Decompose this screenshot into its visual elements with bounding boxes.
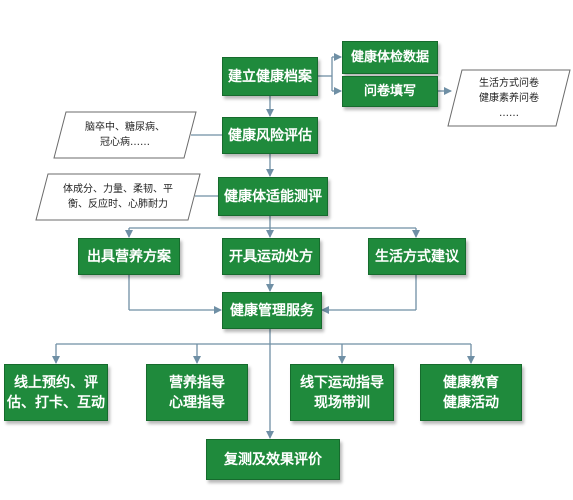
box-risk-assessment: 健康风险评估 bbox=[222, 117, 318, 154]
note-diseases-line2: 冠心病…… bbox=[100, 137, 150, 148]
box-questionnaire-fill: 问卷填写 bbox=[342, 76, 438, 107]
box-management-service: 健康管理服务 bbox=[222, 292, 322, 329]
note-diseases-line1: 脑卒中、糖尿病、 bbox=[85, 122, 165, 133]
box-exercise-prescription-label: 开具运动处方 bbox=[229, 248, 313, 265]
box-offline-training-line1: 线下运动指导 bbox=[300, 374, 384, 391]
note-fitness-items: 体成分、力量、柔韧、平 衡、反应时、心肺耐力 bbox=[42, 176, 194, 218]
note-questionnaires-line2: 健康素养问卷 bbox=[479, 92, 539, 104]
box-archive-label: 建立健康档案 bbox=[228, 68, 312, 85]
note-questionnaires: 生活方式问卷 健康素养问卷 …… bbox=[456, 72, 562, 124]
box-guidance-line1: 营养指导 bbox=[169, 374, 225, 391]
box-lifestyle-advice: 生活方式建议 bbox=[368, 238, 466, 275]
box-guidance-line2: 心理指导 bbox=[169, 394, 225, 411]
note-questionnaires-line3: …… bbox=[499, 107, 519, 119]
box-exercise-prescription: 开具运动处方 bbox=[222, 238, 320, 275]
note-questionnaires-shape bbox=[447, 69, 571, 127]
box-nutrition-plan-label: 出具营养方案 bbox=[87, 248, 171, 265]
box-fitness-test: 健康体适能测评 bbox=[218, 177, 328, 216]
note-fitness-items-line2: 衡、反应时、心肺耐力 bbox=[68, 199, 168, 210]
box-health-education-line2: 健康活动 bbox=[443, 394, 499, 411]
box-health-education-line1: 健康教育 bbox=[443, 374, 499, 391]
box-archive: 建立健康档案 bbox=[222, 57, 318, 96]
note-diseases-shape bbox=[53, 111, 197, 159]
box-nutrition-plan: 出具营养方案 bbox=[78, 238, 180, 275]
note-diseases: 脑卒中、糖尿病、 冠心病…… bbox=[62, 114, 188, 156]
box-offline-training: 线下运动指导 现场带训 bbox=[290, 364, 394, 421]
box-management-service-label: 健康管理服务 bbox=[230, 302, 314, 319]
note-fitness-items-line1: 体成分、力量、柔韧、平 bbox=[63, 184, 173, 195]
box-retest-evaluation-label: 复测及效果评价 bbox=[224, 451, 322, 468]
box-guidance: 营养指导 心理指导 bbox=[146, 364, 248, 421]
note-fitness-items-shape bbox=[35, 173, 201, 221]
box-online-services: 线上预约、评 估、打卡、互动 bbox=[4, 364, 108, 421]
box-questionnaire-fill-label: 问卷填写 bbox=[363, 83, 416, 99]
box-online-services-line2: 估、打卡、互动 bbox=[7, 394, 105, 411]
box-health-education: 健康教育 健康活动 bbox=[420, 364, 522, 421]
box-lifestyle-advice-label: 生活方式建议 bbox=[375, 248, 459, 265]
box-offline-training-line2: 现场带训 bbox=[314, 394, 370, 411]
box-physical-exam-label: 健康体检数据 bbox=[350, 49, 429, 65]
note-questionnaires-line1: 生活方式问卷 bbox=[479, 77, 539, 89]
box-physical-exam: 健康体检数据 bbox=[342, 41, 438, 74]
box-fitness-test-label: 健康体适能测评 bbox=[224, 188, 322, 205]
box-online-services-line1: 线上预约、评 bbox=[14, 374, 98, 391]
box-retest-evaluation: 复测及效果评价 bbox=[206, 439, 340, 480]
box-risk-assessment-label: 健康风险评估 bbox=[228, 127, 312, 144]
